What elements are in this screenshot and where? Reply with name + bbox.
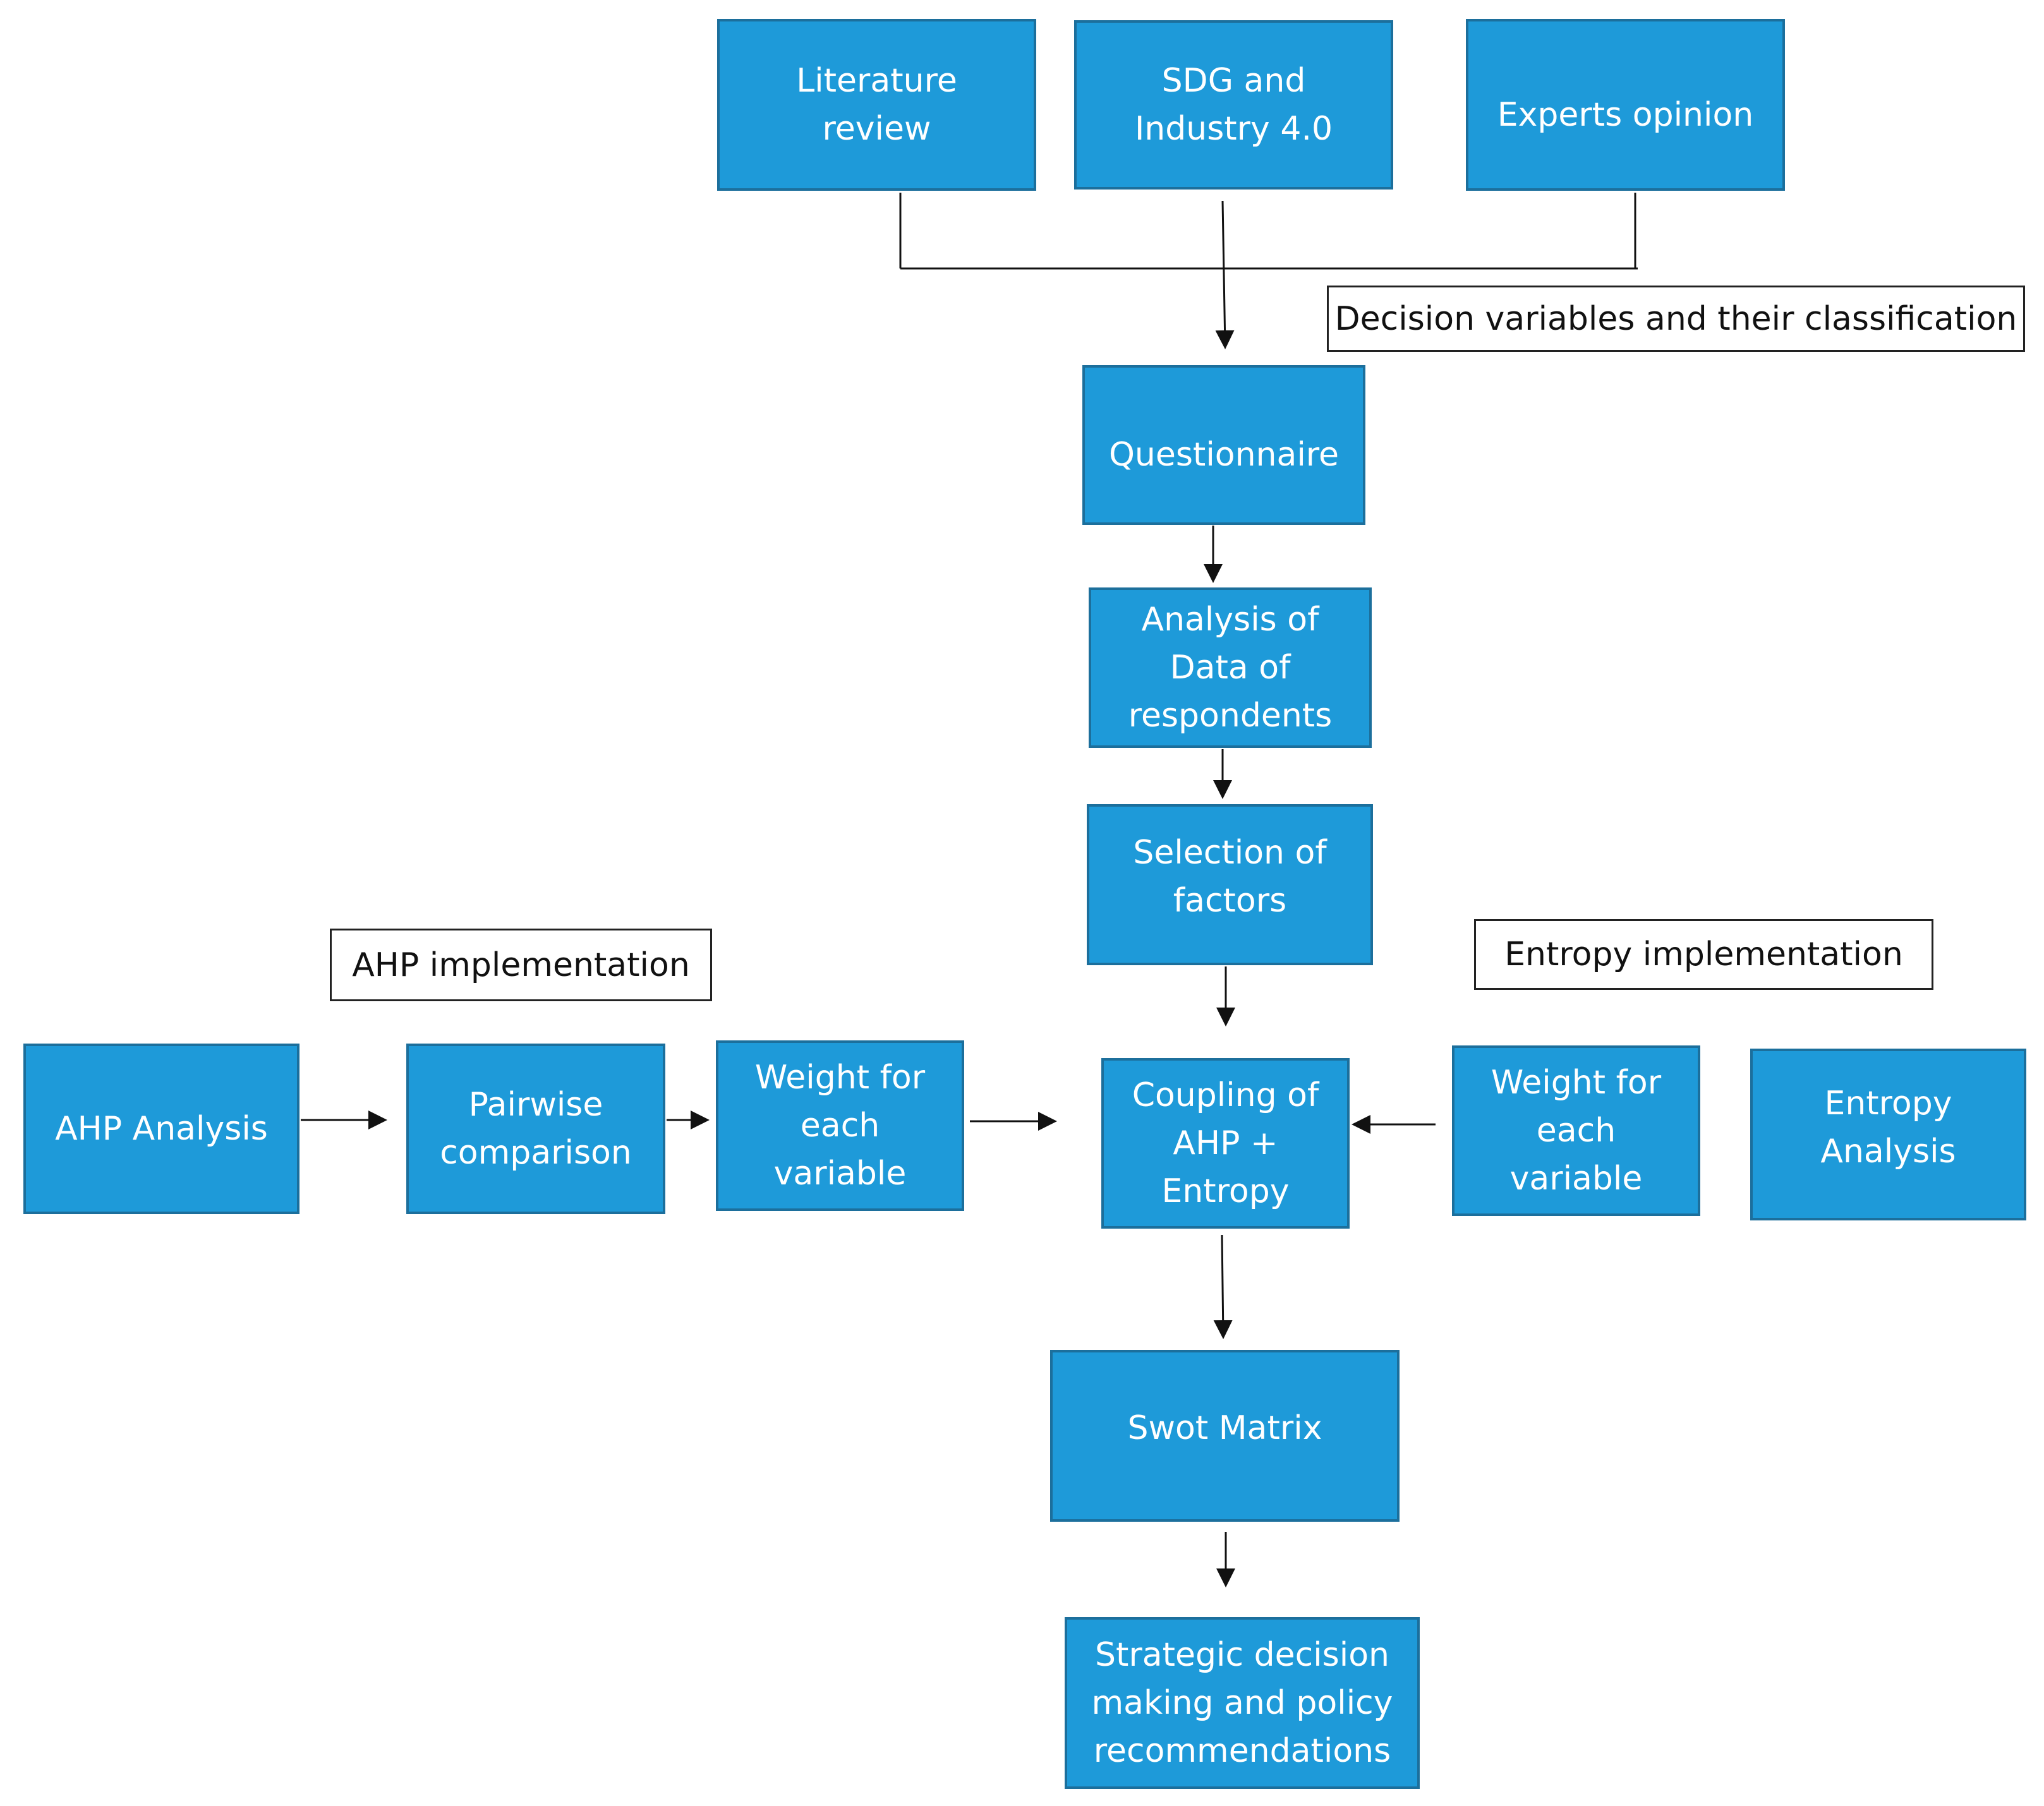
arrow-to-questionnaire: [1215, 200, 1235, 349]
swot-matrix-box: Swot Matrix: [1050, 1350, 1400, 1522]
analysis-data-box: Analysis of Data of respondents: [1089, 587, 1372, 748]
literature-review-box: Literature review: [717, 19, 1036, 191]
coupling-box: Coupling of AHP + Entropy: [1101, 1058, 1350, 1229]
entropy-weight-box: Weight for each variable: [1452, 1045, 1700, 1216]
decision-variables-note: Decision variables and their classificat…: [1327, 286, 2025, 352]
arrow-to-swot: [1213, 1234, 1233, 1339]
selection-factors-box: Selection of factors: [1087, 804, 1373, 965]
entropy-analysis-box: Entropy Analysis: [1750, 1049, 2026, 1220]
experts-opinion-box: Experts opinion: [1466, 19, 1785, 191]
ahp-analysis-box: AHP Analysis: [23, 1044, 299, 1214]
ahp-implementation-note: AHP implementation: [330, 929, 712, 1001]
pairwise-comparison-box: Pairwise comparison: [406, 1044, 665, 1214]
entropy-implementation-note: Entropy implementation: [1474, 919, 1933, 990]
strategic-decision-box: Strategic decision making and policy rec…: [1065, 1617, 1420, 1789]
questionnaire-box: Questionnaire: [1082, 365, 1365, 525]
sdg-industry-box: SDG and Industry 4.0: [1074, 20, 1393, 190]
ahp-weight-box: Weight for each variable: [716, 1040, 964, 1211]
